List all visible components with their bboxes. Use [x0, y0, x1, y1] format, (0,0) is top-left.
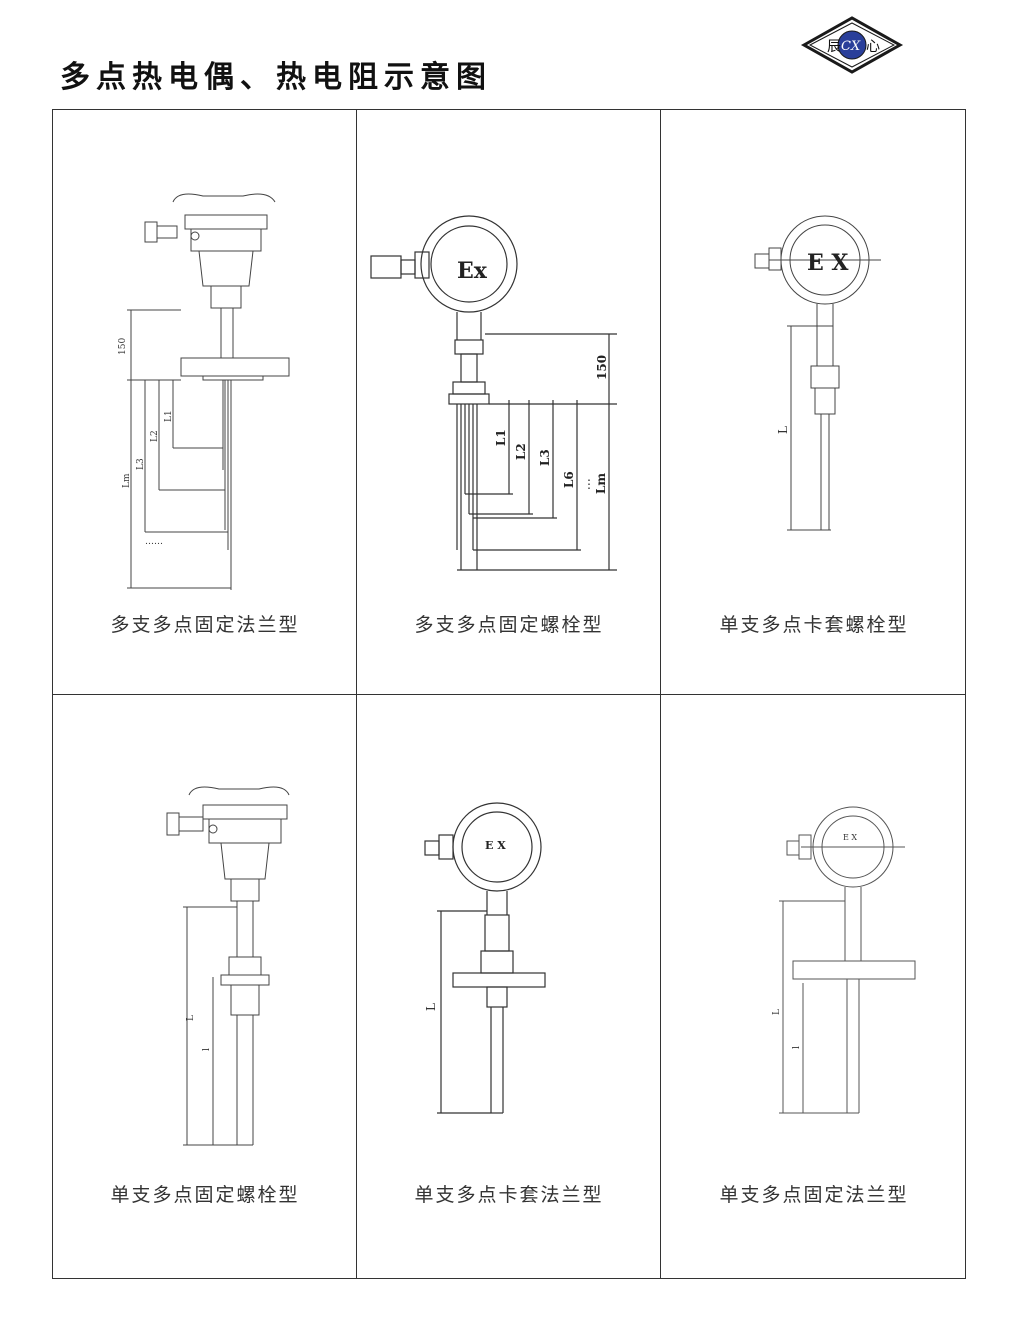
dim-l3: L3 — [538, 449, 552, 466]
panel-caption: 多支多点固定法兰型 — [110, 614, 300, 636]
panel-single-branch-fixed-bolt: L l 单支多点固定螺栓型 — [53, 695, 357, 1280]
head-mark: E X — [807, 250, 849, 276]
panel-single-branch-ferrule-bolt: E X L 单支多点卡套螺栓型 — [661, 110, 967, 695]
dim-150: 150 — [595, 355, 609, 380]
panel-caption: 多支多点固定螺栓型 — [414, 614, 604, 636]
panel-caption: 单支多点卡套法兰型 — [414, 1184, 604, 1206]
logo-left-char: 辰 — [827, 39, 841, 55]
dim-ellipsis: …… — [145, 537, 163, 547]
panel-caption: 单支多点固定法兰型 — [719, 1184, 909, 1206]
dim-l1: L1 — [164, 410, 174, 422]
dim-150: 150 — [118, 338, 128, 355]
thermocouple-drawing: L l — [166, 786, 290, 1146]
logo-right-char: 心 — [866, 39, 880, 55]
dim-lm: Lm — [594, 473, 608, 494]
page-title: 多点热电偶、热电阻示意图 — [60, 60, 492, 95]
head-mark: E X — [843, 833, 857, 842]
dim-l6: L6 — [562, 471, 576, 488]
panel-multi-branch-fixed-flange: 150 L1 L2 L3 Lm …… 多支多点固定法兰型 — [53, 110, 357, 695]
logo-center-mark: CX — [841, 39, 861, 54]
dim-l2: L2 — [514, 443, 528, 460]
thermocouple-drawing: 150 L1 L2 L3 Lm …… — [118, 193, 290, 590]
dim-l1: L1 — [494, 429, 508, 446]
dim-l: L — [424, 1003, 438, 1011]
dim-l-small: l — [202, 1048, 212, 1051]
dim-l: L — [776, 426, 790, 434]
diagram-grid: 150 L1 L2 L3 Lm …… 多支多点固定法兰型 — [52, 109, 966, 1279]
thermocouple-drawing: E X L — [754, 215, 881, 531]
dim-l-small: l — [792, 1046, 802, 1049]
dim-l3: L3 — [136, 458, 146, 470]
thermocouple-drawing: Ex 150 L1 L2 L3 L6 Lm ⋮ — [370, 215, 617, 571]
company-logo: 辰 CX 心 — [800, 16, 904, 74]
panel-single-branch-ferrule-flange: E X L 单支多点卡套法兰型 — [357, 695, 661, 1280]
thermocouple-drawing: E X L l — [772, 806, 916, 1114]
panel-single-branch-fixed-flange: E X L l 单支多点固定法兰型 — [661, 695, 967, 1280]
panel-caption: 单支多点卡套螺栓型 — [719, 614, 909, 636]
head-mark: Ex — [457, 258, 488, 284]
dim-l: L — [772, 1009, 782, 1015]
panel-caption: 单支多点固定螺栓型 — [110, 1184, 300, 1206]
thermocouple-drawing: E X L — [424, 802, 546, 1114]
dim-l2: L2 — [150, 430, 160, 442]
dim-l: L — [186, 1015, 196, 1021]
panel-multi-branch-fixed-bolt: Ex 150 L1 L2 L3 L6 Lm ⋮ 多支多点固定螺栓型 — [357, 110, 661, 695]
dim-lm: Lm — [122, 473, 132, 488]
dim-vertical-ellipsis: ⋮ — [583, 477, 595, 491]
head-mark: E X — [485, 839, 506, 852]
